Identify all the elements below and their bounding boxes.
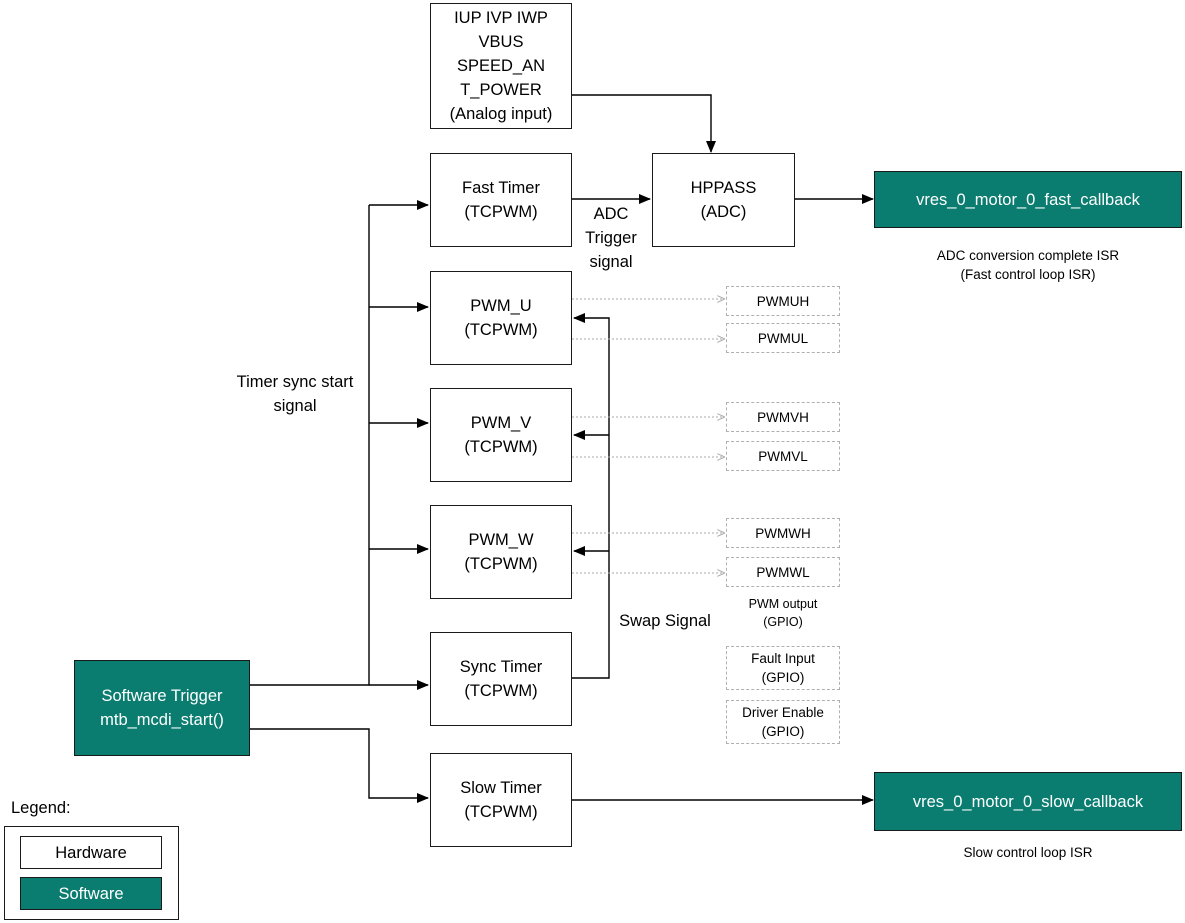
pwm-output-label: PWM output (GPIO) xyxy=(726,595,840,631)
analog-input-line: SPEED_AN xyxy=(456,57,546,75)
analog-to-hppass-arrow xyxy=(572,94,716,153)
analog-input-line: T_POWER xyxy=(460,81,542,99)
slow-isr-line: Slow control loop ISR xyxy=(963,845,1093,860)
pwm-output-line: (GPIO) xyxy=(763,615,803,629)
pwm-v-subtitle: (TCPWM) xyxy=(464,438,538,456)
pin-label: PWMWH xyxy=(755,525,811,541)
fast-callback-block: vres_0_motor_0_fast_callback xyxy=(874,171,1182,228)
timer-sync-label: Timer sync start signal xyxy=(220,370,370,418)
analog-input-block: IUP IVP IWP VBUS SPEED_AN T_POWER (Analo… xyxy=(430,3,572,129)
pwm-v-title: PWM_V xyxy=(470,414,532,432)
legend-hardware-swatch: Hardware xyxy=(20,836,162,869)
fast-timer-subtitle: (TCPWM) xyxy=(464,203,538,221)
software-trigger-title: Software Trigger xyxy=(101,687,223,705)
pin-label: (GPIO) xyxy=(761,724,805,739)
pin-label: Fault Input xyxy=(751,651,815,666)
pin-label: PWMVL xyxy=(758,448,808,464)
swap-signal-line: Swap Signal xyxy=(619,612,711,630)
pin-label: Driver Enable xyxy=(742,705,824,720)
timer-sync-line: signal xyxy=(273,397,317,415)
slow-timer-block: Slow Timer (TCPWM) xyxy=(430,753,572,847)
software-trigger-function: mtb_mcdi_start() xyxy=(100,711,224,729)
pwm-u-block: PWM_U (TCPWM) xyxy=(430,271,572,365)
pin-pwmvh: PWMVH xyxy=(726,402,840,432)
fast-callback-label: vres_0_motor_0_fast_callback xyxy=(916,190,1140,209)
fast-timer-title: Fast Timer xyxy=(462,179,540,197)
fast-isr-line: (Fast control loop ISR) xyxy=(960,267,1096,282)
adc-trigger-line: Trigger xyxy=(585,229,637,247)
fast-isr-label: ADC conversion complete ISR (Fast contro… xyxy=(905,246,1151,284)
pin-pwmwh: PWMWH xyxy=(726,518,840,548)
hppass-subtitle: (ADC) xyxy=(700,203,747,221)
hppass-title: HPPASS xyxy=(690,179,757,197)
pwm-u-title: PWM_U xyxy=(470,297,532,315)
legend-hardware-label: Hardware xyxy=(55,843,127,862)
timer-sync-line: Timer sync start xyxy=(236,373,354,391)
slow-timer-title: Slow Timer xyxy=(460,779,542,797)
sync-timer-title: Sync Timer xyxy=(459,658,543,676)
trigger-to-slow-timer-arrow xyxy=(250,728,429,803)
legend-software-swatch: Software xyxy=(20,877,162,910)
hppass-block: HPPASS (ADC) xyxy=(652,153,795,247)
pin-label: PWMUL xyxy=(757,330,809,346)
adc-trigger-label: ADC Trigger signal xyxy=(576,202,646,274)
pwm-w-block: PWM_W (TCPWM) xyxy=(430,505,572,599)
pin-pwmvl: PWMVL xyxy=(726,441,840,471)
pin-pwmul: PWMUL xyxy=(726,323,840,353)
pwm-u-subtitle: (TCPWM) xyxy=(464,321,538,339)
pwm-v-block: PWM_V (TCPWM) xyxy=(430,388,572,482)
legend-software-label: Software xyxy=(58,884,124,903)
analog-input-line: VBUS xyxy=(478,33,524,51)
software-trigger-block: Software Trigger mtb_mcdi_start() xyxy=(74,660,250,756)
slow-callback-label: vres_0_motor_0_slow_callback xyxy=(912,792,1144,811)
sync-timer-subtitle: (TCPWM) xyxy=(464,682,538,700)
adc-trigger-line: signal xyxy=(589,253,633,271)
legend-title: Legend: xyxy=(11,799,71,817)
adc-trigger-line: ADC xyxy=(593,205,629,223)
pwm-output-line: PWM output xyxy=(748,597,818,611)
analog-input-line: (Analog input) xyxy=(449,105,553,123)
pwm-w-subtitle: (TCPWM) xyxy=(464,555,538,573)
swap-signal-bus xyxy=(572,313,610,679)
pin-label: PWMWL xyxy=(756,564,810,580)
pin-driver-enable: Driver Enable (GPIO) xyxy=(726,700,840,744)
pin-pwmwl: PWMWL xyxy=(726,557,840,587)
sync-timer-block: Sync Timer (TCPWM) xyxy=(430,632,572,726)
slow-timer-subtitle: (TCPWM) xyxy=(464,803,538,821)
pin-label: PWMUH xyxy=(756,293,810,309)
legend-box: Hardware Software xyxy=(4,826,179,920)
fast-timer-block: Fast Timer (TCPWM) xyxy=(430,153,572,247)
sync-bus xyxy=(250,205,370,686)
pwm-w-title: PWM_W xyxy=(468,531,534,549)
swap-signal-label: Swap Signal xyxy=(612,609,718,633)
pin-fault-input: Fault Input (GPIO) xyxy=(726,646,840,690)
pin-pwmuh: PWMUH xyxy=(726,286,840,316)
fast-isr-line: ADC conversion complete ISR xyxy=(936,248,1120,263)
pin-label: PWMVH xyxy=(757,409,809,425)
pin-label: (GPIO) xyxy=(761,670,805,685)
slow-callback-block: vres_0_motor_0_slow_callback xyxy=(874,772,1182,831)
analog-input-line: IUP IVP IWP xyxy=(454,9,548,27)
slow-isr-label: Slow control loop ISR xyxy=(905,843,1151,862)
